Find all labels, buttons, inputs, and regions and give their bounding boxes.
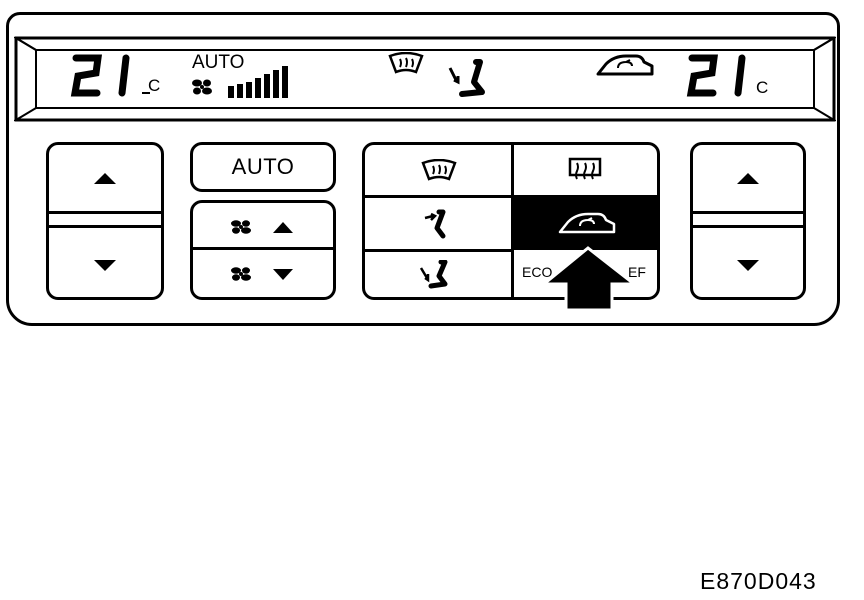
divider — [693, 225, 803, 228]
right-temp-control — [690, 142, 806, 300]
mode-button-grid: ECO EF — [362, 142, 660, 300]
recirculation-car-icon — [558, 212, 616, 234]
windshield-defrost-icon — [388, 52, 424, 74]
right-temp-down-button[interactable] — [693, 228, 803, 297]
divider — [511, 145, 514, 297]
face-vent-icon — [424, 209, 446, 239]
left-temp-digits — [70, 54, 130, 97]
lcd-auto-label: AUTO — [192, 52, 245, 73]
fan-speed-up-button[interactable] — [193, 203, 333, 247]
up-arrow-icon — [94, 173, 116, 184]
eco-label-left: ECO — [522, 264, 553, 280]
foot-vent-icon — [419, 260, 448, 289]
recirculation-button[interactable] — [514, 198, 657, 250]
figure-code: E870D043 — [700, 568, 817, 594]
down-arrow-icon — [94, 260, 116, 271]
auto-button[interactable]: AUTO — [190, 142, 336, 192]
windshield-defrost-icon — [421, 159, 457, 181]
down-arrow-icon — [737, 260, 759, 271]
right-temp-digits — [686, 54, 746, 97]
unit-mark — [142, 92, 150, 94]
left-temp-down-button[interactable] — [49, 228, 161, 297]
divider — [365, 195, 657, 198]
eco-label-right: EF — [628, 264, 646, 280]
divider — [365, 249, 511, 252]
right-temp-up-button[interactable] — [693, 145, 803, 211]
lcd-display — [14, 36, 836, 122]
divider — [49, 211, 161, 214]
fan-level-indicator — [228, 66, 288, 98]
eco-button[interactable]: ECO EF — [514, 250, 657, 297]
up-arrow-icon — [273, 222, 293, 233]
divider — [49, 225, 161, 228]
fan-speed-down-button[interactable] — [193, 250, 333, 297]
recirculation-car-icon — [596, 54, 654, 76]
down-arrow-icon — [273, 269, 293, 280]
fan-icon — [192, 79, 212, 95]
rear-defrost-icon — [568, 157, 602, 180]
divider — [693, 211, 803, 214]
fan-icon — [231, 267, 251, 281]
left-temp-up-button[interactable] — [49, 145, 161, 211]
windshield-defrost-button[interactable] — [365, 145, 511, 195]
divider — [193, 247, 333, 250]
right-temp-unit: C — [756, 78, 769, 97]
up-arrow-icon — [737, 173, 759, 184]
left-temp-unit: C — [148, 76, 161, 95]
auto-button-label: AUTO — [231, 154, 295, 179]
foot-vent-button[interactable] — [365, 252, 511, 297]
left-temp-control — [46, 142, 164, 300]
rear-defrost-button[interactable] — [514, 145, 657, 195]
fan-speed-control — [190, 200, 336, 300]
fan-icon — [231, 220, 251, 234]
foot-vent-icon — [448, 59, 485, 97]
face-vent-button[interactable] — [365, 198, 511, 249]
pointer-arrow-icon — [540, 246, 636, 310]
